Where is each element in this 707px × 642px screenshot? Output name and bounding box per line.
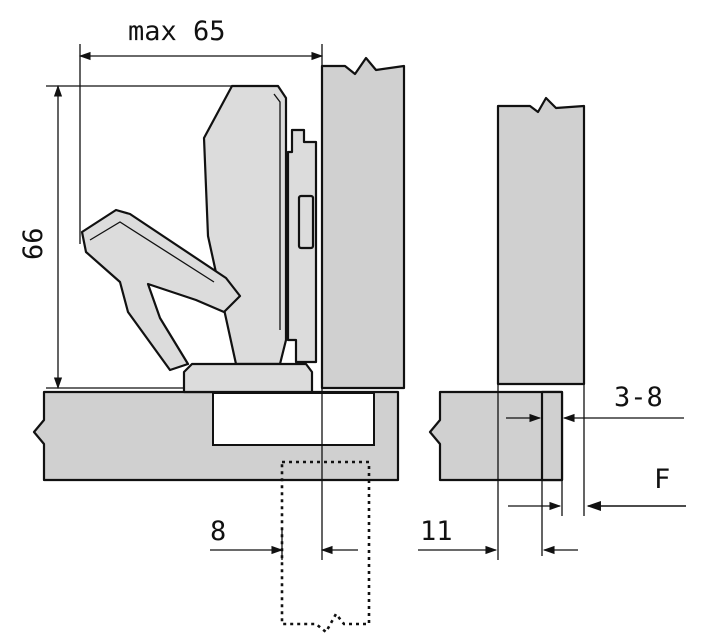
cabinet-side-panel — [320, 56, 406, 390]
hinge-arm-inner-line — [273, 93, 281, 330]
right-door-edge-notch — [540, 390, 564, 482]
dotted-cabinet-outline — [280, 460, 371, 634]
dim-3-8-label: 3-8 — [614, 382, 663, 413]
dim-max-65-label: max 65 — [128, 16, 226, 47]
dim-66-label: 66 — [18, 227, 49, 260]
hinge-base — [182, 362, 314, 394]
hinge-cup-recess — [212, 392, 375, 446]
dim-11-label: 11 — [420, 516, 453, 547]
hinge-arm — [202, 84, 288, 366]
dim-8-label: 8 — [210, 516, 226, 547]
force-f-label: F — [654, 464, 670, 495]
mounting-plate-slot — [297, 194, 315, 250]
right-cabinet-side-panel — [496, 96, 586, 386]
hinge-lever-edge — [89, 221, 215, 283]
hinge-lever — [80, 208, 242, 372]
